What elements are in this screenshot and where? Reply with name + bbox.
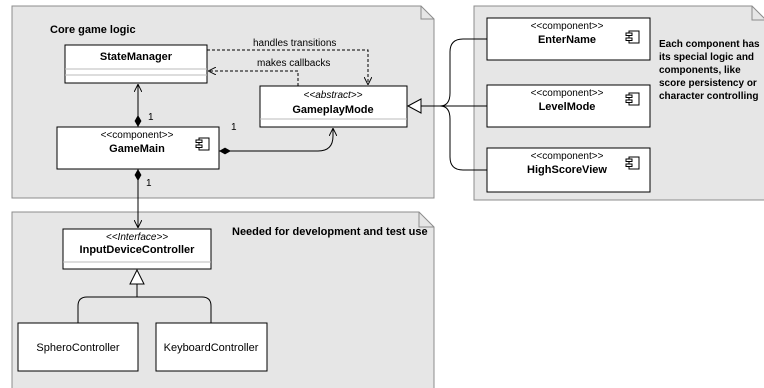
gameplay-mode-class[interactable]: <<abstract>> GameplayMode (259, 85, 408, 128)
controller-generalization[interactable] (77, 268, 212, 323)
input-device-controller-stereotype: <<Interface>> (106, 232, 168, 243)
input-package-title: Needed for development and test use (232, 226, 428, 238)
generalization-arrowhead (129, 268, 145, 285)
multiplicity-label: 1 (148, 112, 154, 123)
makes-callbacks-label: makes callbacks (257, 58, 330, 69)
core-package-title: Core game logic (50, 24, 136, 36)
level-mode-stereotype: <<component>> (531, 88, 604, 99)
high-score-view-class[interactable]: <<component>> HighScoreView (486, 147, 651, 193)
sphero-controller-name: SpheroController (36, 342, 119, 354)
gamemain-input-composition[interactable]: 1 (138, 169, 152, 227)
component-generalization[interactable] (406, 38, 487, 171)
game-main-class[interactable]: <<component>> GameMain (56, 126, 220, 170)
state-manager-name: StateManager (100, 51, 173, 63)
sphero-controller-class[interactable]: SpheroController (17, 322, 139, 372)
keyboard-controller-name: KeyboardController (164, 342, 259, 354)
component-note-text: Each component has its special logic and… (659, 39, 762, 102)
multiplicity-label: 1 (231, 122, 237, 133)
makes-callbacks-relation[interactable]: makes callbacks (209, 58, 330, 86)
input-device-controller-name: InputDeviceController (80, 244, 196, 256)
level-mode-name: LevelMode (539, 101, 596, 113)
high-score-view-stereotype: <<component>> (531, 151, 604, 162)
component-icon (195, 137, 210, 151)
input-device-controller-class[interactable]: <<Interface>> InputDeviceController (62, 228, 212, 270)
gameplay-mode-name: GameplayMode (292, 104, 373, 116)
level-mode-class[interactable]: <<component>> LevelMode (486, 84, 651, 128)
gameplay-mode-stereotype: <<abstract>> (304, 90, 363, 101)
handles-transitions-label: handles transitions (253, 38, 336, 49)
game-main-stereotype: <<component>> (101, 130, 174, 141)
high-score-view-name: HighScoreView (527, 164, 607, 176)
keyboard-controller-class[interactable]: KeyboardController (155, 322, 268, 372)
state-manager-class[interactable]: StateManager (64, 44, 208, 84)
game-main-name: GameMain (109, 143, 165, 155)
multiplicity-label: 1 (146, 178, 152, 189)
component-icon (625, 156, 640, 170)
component-icon (625, 92, 640, 106)
generalization-arrowhead (406, 98, 422, 114)
component-icon (625, 30, 640, 44)
enter-name-name: EnterName (538, 34, 596, 46)
enter-name-stereotype: <<component>> (531, 21, 604, 32)
gamemain-gameplaymode-composition[interactable]: 1 (219, 122, 333, 151)
gamemain-statemanager-composition[interactable]: 1 (138, 85, 154, 127)
handles-transitions-relation[interactable]: handles transitions (207, 38, 368, 84)
enter-name-class[interactable]: <<component>> EnterName (486, 17, 651, 61)
